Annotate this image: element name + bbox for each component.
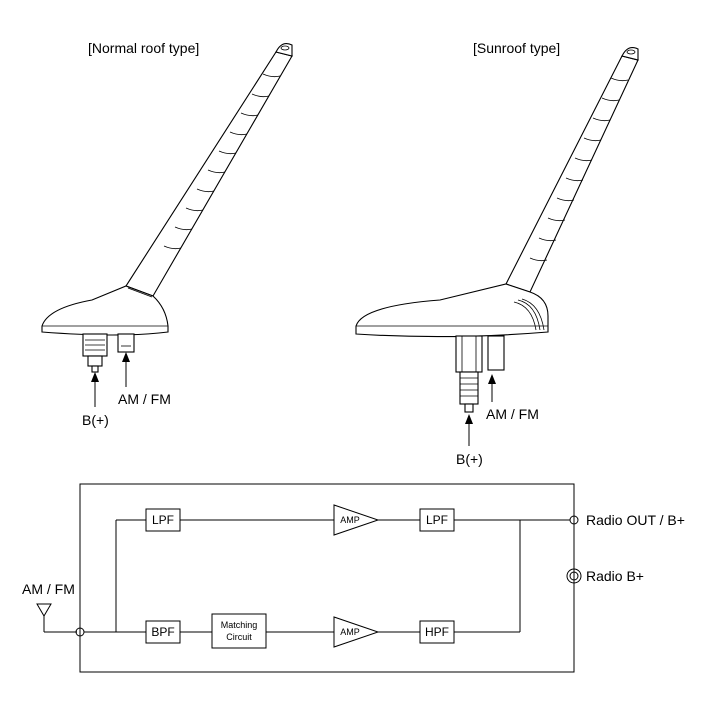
normal-roof-antenna-figure: [Normal roof type] [41,40,293,428]
matching-circuit-block [211,613,267,649]
bpf-label: BPF [151,625,174,639]
radio-bplus-terminal [566,568,582,584]
sunroof-amfm-label: AM / FM [486,406,539,422]
output-terminal [569,515,579,525]
normal-roof-amfm-label: AM / FM [118,391,171,407]
module-outline [79,483,575,673]
lower-amp [333,616,380,648]
lpf-output-label: LPF [426,513,448,527]
hpf-label: HPF [425,625,449,639]
input-antenna-icon [36,603,52,632]
lpf-input-label: LPF [152,513,174,527]
sunroof-title: [Sunroof type] [473,40,560,56]
normal-roof-pointers [91,352,130,407]
sunroof-mast [505,47,639,293]
upper-amp [333,504,380,536]
lower-amp-label: AMP [340,627,360,637]
matching-circuit-label-line2: Circuit [226,632,252,642]
normal-roof-bplus-label: B(+) [82,412,109,428]
normal-roof-base [41,285,169,373]
sunroof-pointers [465,374,496,446]
normal-roof-title: [Normal roof type] [88,40,199,56]
radio-bplus-label: Radio B+ [586,568,644,584]
matching-circuit-label-line1: Matching [221,620,258,630]
sunroof-base [355,283,549,413]
sunroof-bplus-label: B(+) [456,451,483,467]
sunroof-antenna-figure: [Sunroof type] [355,40,639,467]
upper-amp-label: AMP [340,515,360,525]
block-diagram: AM / FM LPF AMP LPF Radio OUT / B+ Radio… [22,483,685,673]
normal-roof-mast [125,43,293,297]
output-label: Radio OUT / B+ [586,512,685,528]
input-amfm-label: AM / FM [22,581,75,597]
